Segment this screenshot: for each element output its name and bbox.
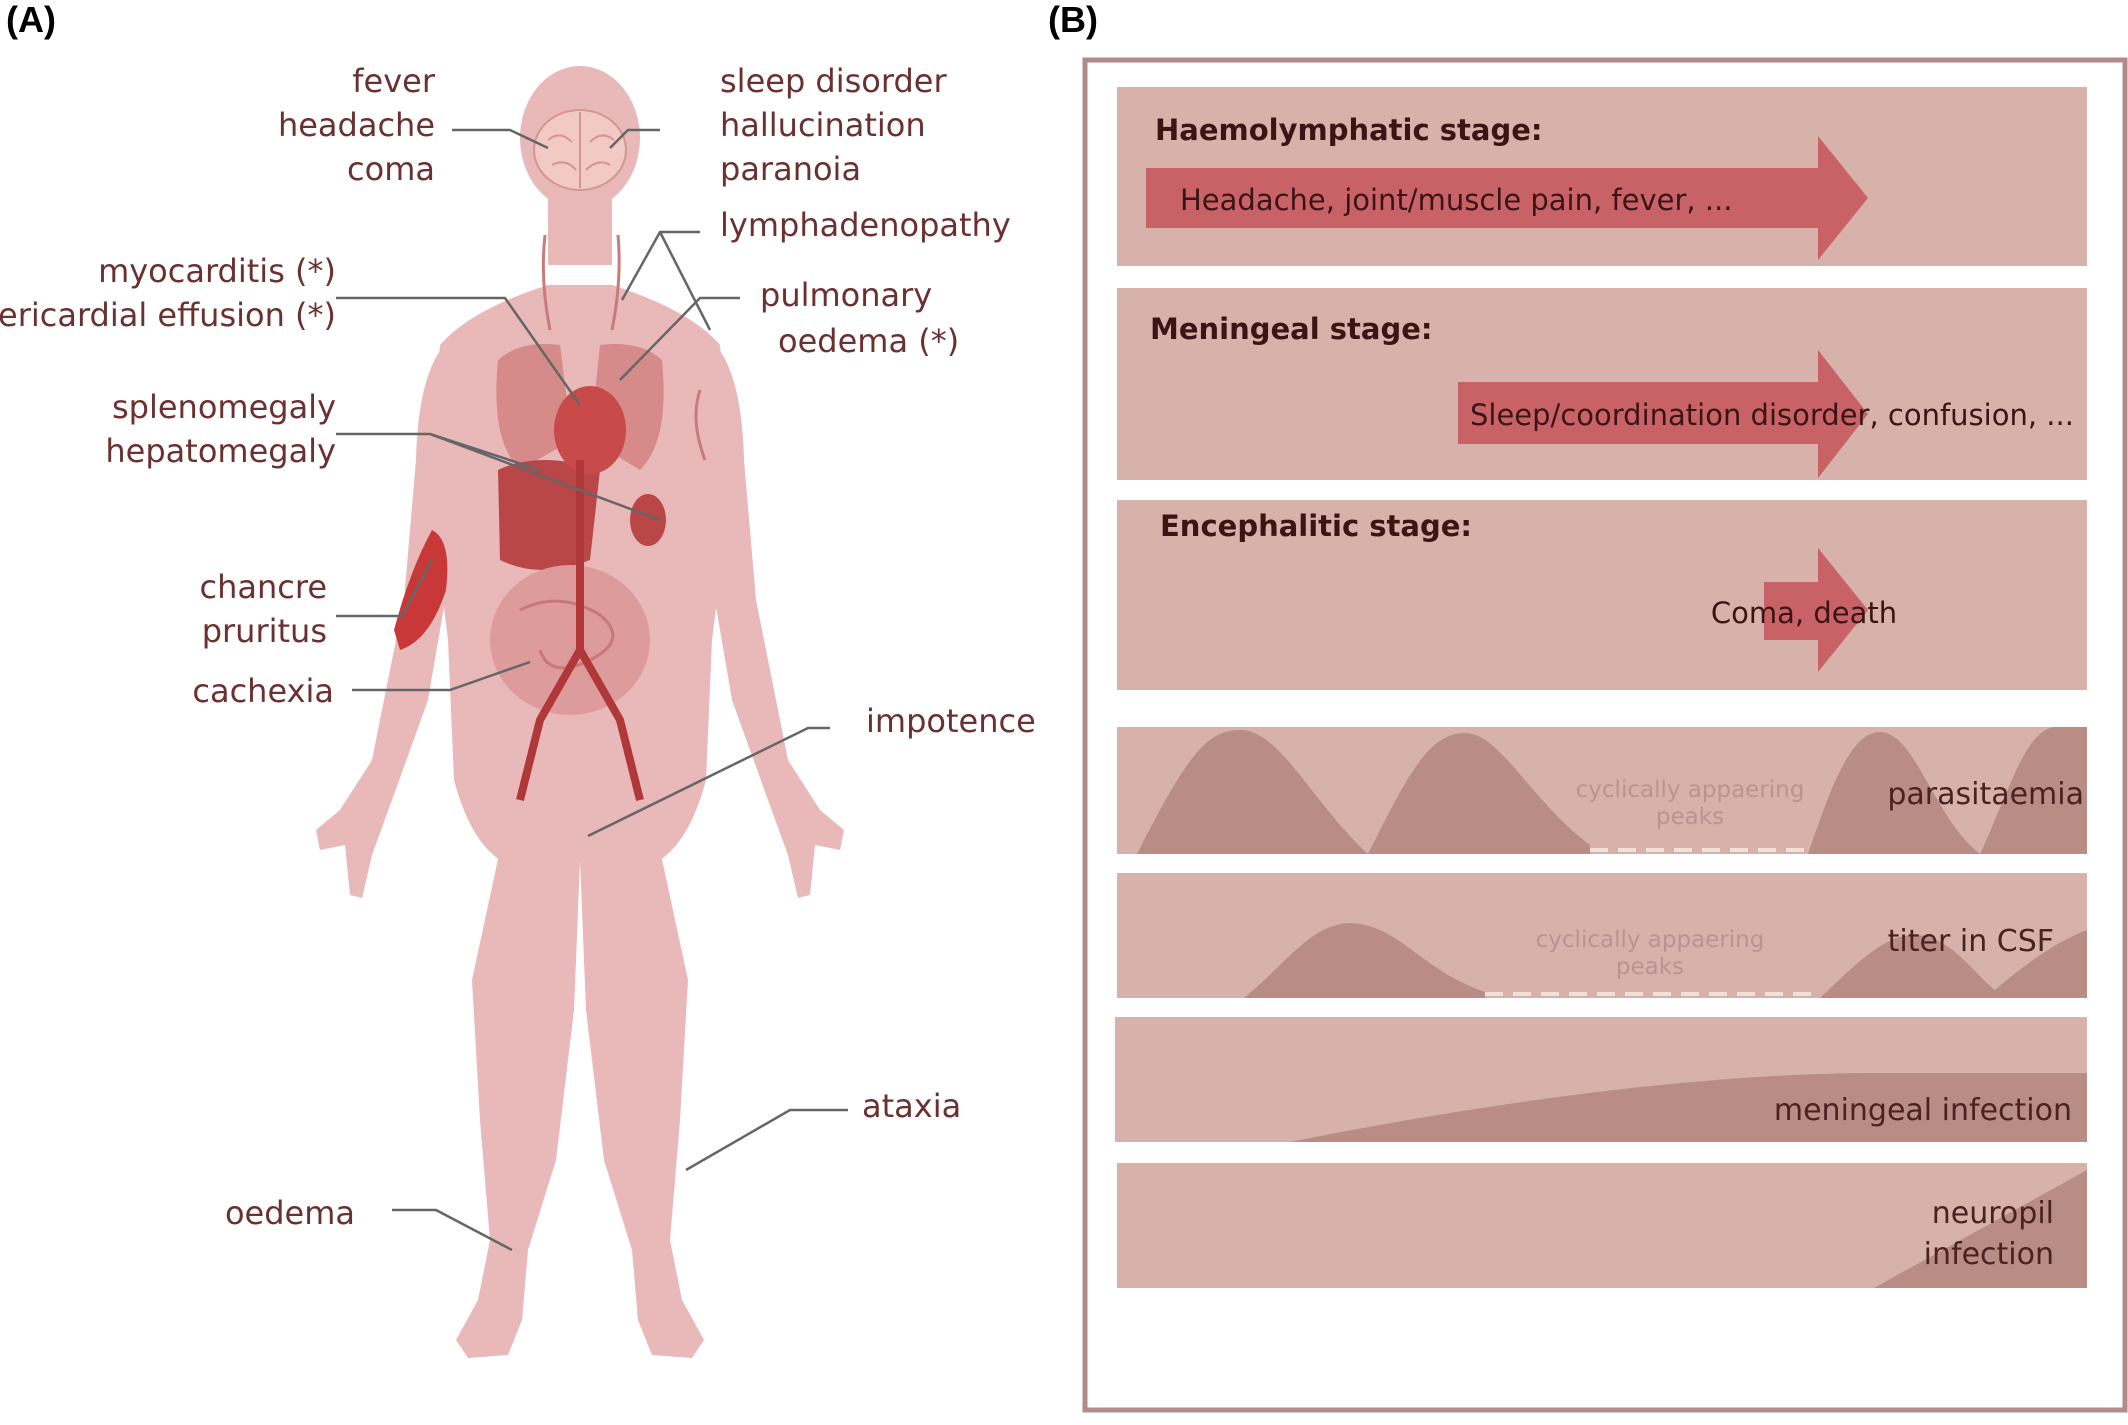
stage-arrow-text: Headache, joint/muscle pain, fever, ... xyxy=(1180,183,1733,217)
curve-peak xyxy=(1808,732,1980,854)
stage-arrow xyxy=(1458,350,1868,478)
symptom-splenomegaly: splenomegaly xyxy=(112,388,336,426)
symptom-myocarditis: myocarditis (*) xyxy=(98,252,336,290)
symptom-lymphadenopathy: lymphadenopathy xyxy=(720,206,1011,244)
stage-title: Encephalitic stage: xyxy=(1160,509,1472,543)
peaks-label-line2: peaks xyxy=(1656,804,1724,830)
stage-meningeal: Meningeal stage: Sleep/coordination diso… xyxy=(1117,288,2087,480)
symptom-sleep-disorder: sleep disorder xyxy=(720,62,947,100)
symptom-cachexia: cachexia xyxy=(192,672,334,710)
stage-encephalitic: Encephalitic stage: Coma, death xyxy=(1117,500,2087,690)
symptom-oedema: oedema xyxy=(225,1194,355,1232)
human-body-figure xyxy=(316,66,844,1358)
symptom-pruritus: pruritus xyxy=(202,612,327,650)
curve-label: titer in CSF xyxy=(1888,924,2054,959)
stage-title: Meningeal stage: xyxy=(1150,312,1433,346)
curve-label: meningeal infection xyxy=(1774,1093,2072,1128)
curve-label-line1: neuropil xyxy=(1932,1196,2054,1231)
curve-peak xyxy=(1137,730,1368,854)
symptom-hallucination: hallucination xyxy=(720,106,926,144)
stage-arrow xyxy=(1146,136,1868,260)
stage-arrow xyxy=(1764,548,1868,672)
symptom-chancre: chancre xyxy=(200,568,328,606)
curve-peak xyxy=(1820,930,2087,998)
symptom-pulmonary-oedema: oedema (*) xyxy=(778,322,959,360)
curve-area xyxy=(1874,1170,2087,1288)
symptom-impotence: impotence xyxy=(866,702,1036,740)
curve-label-line2: infection xyxy=(1924,1237,2054,1272)
curve-peak xyxy=(1980,727,2087,854)
curve-area xyxy=(1290,1073,2087,1142)
curve-neuropil-infection: neuropil infection xyxy=(1117,1163,2087,1288)
peaks-label-line2: peaks xyxy=(1616,954,1684,980)
curve-meningeal-infection: meningeal infection xyxy=(1115,1017,2087,1142)
symptom-coma: coma xyxy=(347,150,435,188)
peaks-label-line1: cyclically appaering xyxy=(1536,927,1765,953)
symptom-headache: headache xyxy=(278,106,435,144)
curve-peak xyxy=(1368,733,1590,854)
stage-arrow-text: Coma, death xyxy=(1711,596,1897,630)
symptom-hepatomegaly: hepatomegaly xyxy=(105,432,336,470)
stage-haemolymphatic: Haemolymphatic stage: Headache, joint/mu… xyxy=(1117,87,2087,266)
peaks-label-line1: cyclically appaering xyxy=(1576,777,1805,803)
curve-parasitaemia: cyclically appaering peaks parasitaemia xyxy=(1117,727,2087,854)
leader-lines xyxy=(336,128,848,1252)
symptom-pericardial-effusion: pericardial effusion (*) xyxy=(0,296,336,334)
curve-titer-csf: cyclically appaering peaks titer in CSF xyxy=(1117,873,2087,998)
symptom-pulmonary: pulmonary xyxy=(760,276,932,314)
curve-peak xyxy=(1244,923,1485,998)
symptom-paranoia: paranoia xyxy=(720,150,861,188)
stage-arrow-text: Sleep/coordination disorder, confusion, … xyxy=(1470,398,2074,432)
symptom-ataxia: ataxia xyxy=(862,1087,961,1125)
curve-label: parasitaemia xyxy=(1887,777,2084,812)
panel-b-label: (B) xyxy=(1048,0,1098,40)
stage-title: Haemolymphatic stage: xyxy=(1155,113,1543,147)
panel-a-label: (A) xyxy=(6,0,56,40)
stage-band xyxy=(1117,500,2087,690)
symptom-fever: fever xyxy=(352,62,436,100)
symptom-labels: fever headache coma sleep disorder hallu… xyxy=(0,62,1036,1232)
